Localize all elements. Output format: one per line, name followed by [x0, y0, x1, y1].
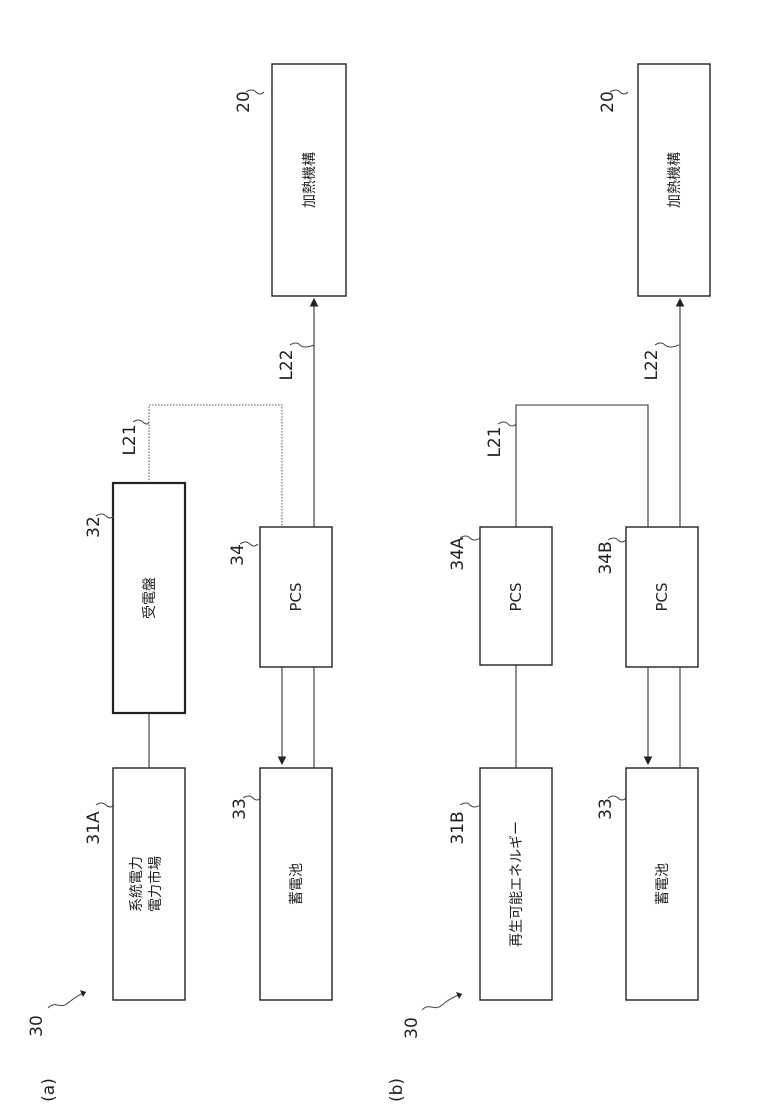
- line-l21-ref-b: L21: [485, 426, 505, 457]
- grid-market-label-1-a: 系統電力: [129, 856, 145, 912]
- heating-ref-b: 20: [598, 91, 618, 113]
- system-leader-a: [48, 992, 86, 1008]
- battery-ref-b: 33: [596, 798, 616, 820]
- line-l21-b: [516, 405, 648, 527]
- heating-ref-a: 20: [234, 91, 254, 113]
- pcs-b-ref-b: 34B: [596, 541, 616, 574]
- panel-label-b: (b): [387, 1078, 407, 1102]
- line-l22-ref-b: L22: [642, 349, 662, 380]
- grid-market-leader-a: [96, 803, 114, 807]
- system-leader-arrowhead-a: [80, 990, 86, 997]
- battery-ref-a: 33: [230, 798, 250, 820]
- battery-label-b: 蓄電池: [655, 863, 671, 905]
- heating-label-b: 加熱機構: [667, 152, 683, 208]
- panel-label-a: (a): [39, 1078, 59, 1102]
- pcs-label-a: PCS: [287, 582, 305, 611]
- renewable-label-b: 再生可能エネルギー: [509, 821, 525, 947]
- grid-market-ref-a: 31A: [84, 811, 104, 845]
- pcs-b-label-b: PCS: [653, 582, 671, 611]
- line-l21-leader-a: [133, 420, 149, 424]
- receiving-board-label-a: 受電盤: [142, 577, 158, 619]
- line-l22-leader-b: [655, 343, 679, 347]
- panel-a: 系統電力 電力市場 受電盤 蓄電池 PCS 加熱機構 (a) 30 31A 32…: [27, 64, 346, 1102]
- renewable-leader-b: [460, 803, 480, 807]
- renewable-ref-b: 31B: [448, 811, 468, 844]
- system-ref-a: 30: [27, 1015, 47, 1037]
- line-l21-leader-b: [498, 422, 516, 426]
- line-l21-ref-a: L21: [120, 424, 140, 455]
- grid-market-label-2-a: 電力市場: [147, 856, 164, 912]
- line-l22-leader-a: [290, 343, 314, 347]
- battery-label-a: 蓄電池: [289, 863, 305, 905]
- pcs-ref-a: 34: [228, 544, 248, 566]
- panel-b: 再生可能エネルギー PCS 蓄電池 PCS 加熱機構 (b) 30 31B 34…: [387, 64, 710, 1102]
- receiving-board-ref-a: 32: [84, 516, 104, 538]
- system-leader-b: [422, 994, 462, 1010]
- line-l22-ref-a: L22: [277, 349, 297, 380]
- pcs-a-ref-b: 34A: [448, 537, 468, 571]
- system-ref-b: 30: [402, 1017, 422, 1039]
- pcs-a-label-b: PCS: [507, 582, 525, 611]
- heating-label-a: 加熱機構: [302, 152, 318, 208]
